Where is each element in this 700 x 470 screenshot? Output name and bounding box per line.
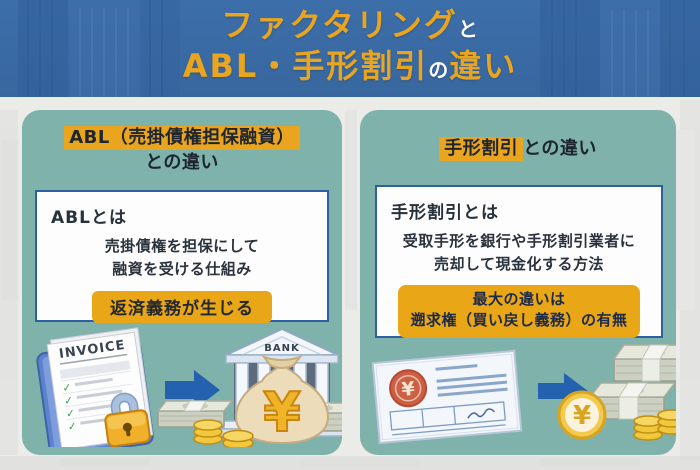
abl-definition-box: ABLとは 売掛債権を担保にして 融資を受ける仕組み 返済義務が生じる: [35, 190, 329, 323]
cash-bundle-front: [588, 382, 677, 420]
abl-desc-line1: 売掛債権を担保にして: [104, 237, 260, 255]
stamp-yen-symbol: ¥: [401, 378, 416, 401]
check-document: ¥: [371, 349, 523, 445]
tegata-title-highlight: 手形割引: [439, 137, 524, 161]
tegata-panel: 手形割引との違い 手形割引とは 受取手形を銀行や手形割引業者に 売却して現金化す…: [360, 110, 696, 455]
cash-coins-illustration: ¥: [557, 344, 696, 441]
title-particle-no: の: [428, 57, 450, 82]
page-title: ファクタリングと ABL・手形割引の違い: [0, 0, 700, 87]
arrow-right-icon: [165, 370, 220, 410]
bank-money-illustration: BANK: [156, 327, 361, 450]
tegata-illustration-svg: ¥: [371, 344, 696, 445]
tegata-panel-title: 手形割引との違い: [360, 110, 676, 161]
abl-repayment-badge: 返済義務が生じる: [92, 290, 272, 323]
yen-coin: ¥: [557, 390, 607, 440]
small-coin-stacks: [633, 409, 687, 441]
coin-yen-symbol: ¥: [573, 401, 591, 431]
tegata-illustration: ¥: [360, 343, 696, 451]
svg-text:✓: ✓: [65, 406, 76, 420]
cash-stack-left: [156, 400, 234, 428]
abl-title-line2: との違い: [145, 152, 219, 174]
title-particle-to: と: [457, 17, 479, 41]
abl-box-heading: ABLとは: [51, 208, 127, 228]
badge-line1: 最大の違いは: [472, 289, 566, 308]
abl-description: 売掛債権を担保にして 融資を受ける仕組み: [37, 235, 327, 282]
cash-bundle-back: [612, 344, 696, 382]
coin-stack: [193, 419, 254, 450]
abl-title-highlight: ABL（売掛債権担保融資）: [64, 126, 300, 150]
tegata-description: 受取手形を銀行や手形割引業者に 売却して現金化する方法: [377, 230, 661, 277]
badge-line2: 遡求権（買い戻し義務）の有無: [410, 311, 628, 330]
svg-text:✓: ✓: [67, 419, 78, 433]
stamp-icon: ¥: [389, 369, 428, 408]
tegata-box-heading: 手形割引とは: [391, 203, 499, 223]
abl-panel-title: ABL（売掛債権担保融資） との違い: [22, 110, 342, 175]
abl-desc-line2: 融資を受ける仕組み: [112, 260, 252, 279]
title-line-1: ファクタリングと: [0, 5, 700, 46]
abl-illustration: INVOICE ✓✓ ✓✓: [22, 325, 361, 458]
title-factoring: ファクタリング: [221, 6, 458, 44]
tegata-definition-box: 手形割引とは 受取手形を銀行や手形割引業者に 売却して現金化する方法 最大の違い…: [375, 185, 663, 338]
title-difference: 違い: [449, 46, 518, 85]
abl-illustration-svg: INVOICE ✓✓ ✓✓: [36, 327, 361, 458]
tegata-desc-line2: 売却して現金化する方法: [433, 255, 605, 274]
svg-text:✓: ✓: [63, 394, 74, 408]
svg-text:✓: ✓: [61, 381, 72, 395]
tegata-key-difference-badge: 最大の違いは 遡求権（買い戻し義務）の有無: [398, 284, 640, 338]
header-building-silhouettes: [18, 0, 700, 97]
padlock-icon: [104, 392, 151, 448]
tegata-desc-line1: 受取手形を銀行や手形割引業者に: [402, 232, 636, 250]
title-abl-tegata: ABL・手形割引: [182, 46, 429, 85]
invoice-document: INVOICE ✓✓ ✓✓: [36, 327, 154, 458]
title-line-2: ABL・手形割引の違い: [0, 46, 700, 87]
money-bag: ¥: [234, 355, 330, 445]
svg-text:BANK: BANK: [264, 343, 300, 354]
bag-yen-symbol: ¥: [263, 381, 301, 444]
header-banner: ファクタリングと ABL・手形割引の違い: [0, 0, 700, 97]
abl-panel: ABL（売掛債権担保融資） との違い ABLとは 売掛債権を担保にして 融資を受…: [22, 110, 361, 458]
tegata-title-rest: との違い: [523, 138, 597, 159]
